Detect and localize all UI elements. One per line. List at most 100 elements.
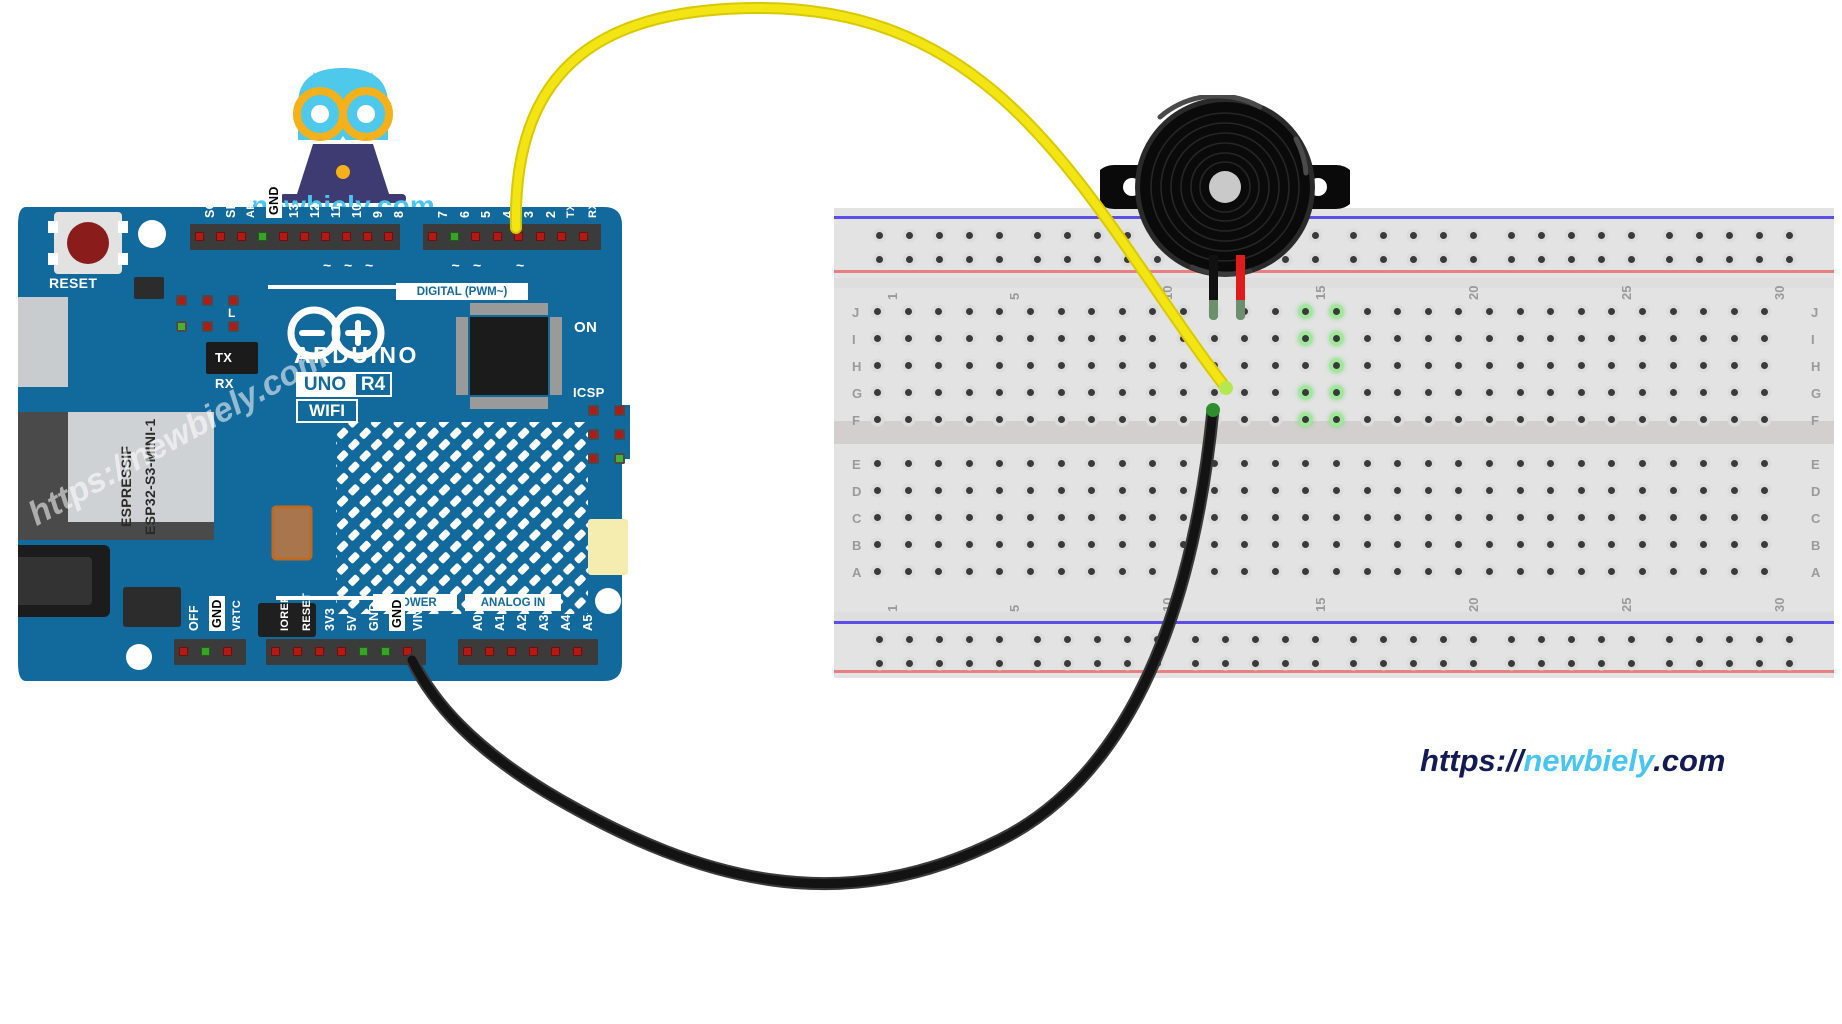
rail-hole-bottom[interactable] bbox=[1312, 636, 1319, 643]
hole-D19[interactable] bbox=[1424, 487, 1432, 494]
board-pin-6[interactable] bbox=[449, 232, 459, 241]
hole-D24[interactable] bbox=[1577, 487, 1585, 494]
hole-D27[interactable] bbox=[1669, 487, 1677, 494]
hole-C19[interactable] bbox=[1424, 514, 1432, 521]
hole-I14[interactable] bbox=[1271, 335, 1279, 342]
hole-A15[interactable] bbox=[1302, 568, 1310, 575]
hole-J26[interactable] bbox=[1639, 308, 1646, 315]
board-pin-a2[interactable] bbox=[507, 647, 516, 656]
rail-hole-bottom[interactable] bbox=[1786, 636, 1793, 643]
board-pin-2[interactable] bbox=[535, 232, 545, 241]
hole-J19[interactable] bbox=[1424, 308, 1432, 315]
rail-hole-bottom[interactable] bbox=[1598, 636, 1605, 643]
rail-hole-top[interactable] bbox=[1410, 232, 1417, 239]
hole-E14[interactable] bbox=[1271, 460, 1279, 467]
hole-F14[interactable] bbox=[1271, 416, 1279, 423]
hole-E20[interactable] bbox=[1455, 460, 1463, 467]
hole-B23[interactable] bbox=[1547, 541, 1555, 548]
board-pin-gnd[interactable] bbox=[258, 232, 267, 241]
hole-E29[interactable] bbox=[1730, 460, 1738, 467]
rail-hole-top[interactable] bbox=[1508, 256, 1515, 263]
hole-B20[interactable] bbox=[1455, 541, 1463, 548]
rail-hole-bottom[interactable] bbox=[1470, 636, 1477, 643]
rail-hole-bottom[interactable] bbox=[1726, 636, 1733, 643]
hole-G13[interactable] bbox=[1241, 389, 1249, 396]
hole-I21[interactable] bbox=[1486, 335, 1493, 342]
hole-E30[interactable] bbox=[1761, 460, 1769, 467]
hole-C14[interactable] bbox=[1271, 514, 1279, 521]
hole-H26[interactable] bbox=[1639, 362, 1646, 369]
board-pin-a3[interactable] bbox=[529, 647, 538, 656]
hole-A29[interactable] bbox=[1730, 568, 1738, 575]
hole-J20[interactable] bbox=[1455, 308, 1463, 315]
rail-hole-bottom[interactable] bbox=[1726, 660, 1733, 667]
hole-H17[interactable] bbox=[1363, 362, 1371, 369]
rail-hole-bottom[interactable] bbox=[1222, 660, 1229, 667]
hole-F23[interactable] bbox=[1547, 416, 1555, 423]
hole-A25[interactable] bbox=[1608, 568, 1616, 575]
hole-E18[interactable] bbox=[1394, 460, 1402, 467]
hole-G23[interactable] bbox=[1547, 389, 1555, 396]
hole-H18[interactable] bbox=[1394, 362, 1402, 369]
hole-C20[interactable] bbox=[1455, 514, 1463, 521]
hole-F16[interactable] bbox=[1333, 416, 1340, 423]
hole-I16[interactable] bbox=[1333, 335, 1340, 342]
hole-C16[interactable] bbox=[1333, 514, 1340, 521]
hole-C26[interactable] bbox=[1639, 514, 1646, 521]
hole-G25[interactable] bbox=[1608, 389, 1616, 396]
rail-hole-bottom[interactable] bbox=[1380, 636, 1387, 643]
hole-C21[interactable] bbox=[1486, 514, 1493, 521]
rail-hole-bottom[interactable] bbox=[1282, 660, 1289, 667]
board-pin-5v[interactable] bbox=[337, 647, 346, 656]
rail-hole-top[interactable] bbox=[1470, 256, 1477, 263]
rail-hole-bottom[interactable] bbox=[1756, 636, 1763, 643]
hole-G28[interactable] bbox=[1700, 389, 1708, 396]
hole-E13[interactable] bbox=[1241, 460, 1249, 467]
rail-hole-top[interactable] bbox=[1666, 232, 1673, 239]
hole-I13[interactable] bbox=[1241, 335, 1249, 342]
rail-hole-top[interactable] bbox=[1350, 232, 1357, 239]
hole-H27[interactable] bbox=[1669, 362, 1677, 369]
hole-A13[interactable] bbox=[1241, 568, 1249, 575]
rail-hole-top[interactable] bbox=[1568, 256, 1575, 263]
hole-F28[interactable] bbox=[1700, 416, 1708, 423]
rail-hole-bottom[interactable] bbox=[1252, 660, 1259, 667]
hole-J14[interactable] bbox=[1271, 308, 1279, 315]
hole-F17[interactable] bbox=[1363, 416, 1371, 423]
rail-hole-top[interactable] bbox=[1380, 256, 1387, 263]
rail-hole-bottom[interactable] bbox=[1508, 660, 1515, 667]
board-pin-9[interactable] bbox=[363, 232, 372, 241]
hole-F24[interactable] bbox=[1577, 416, 1585, 423]
hole-J29[interactable] bbox=[1730, 308, 1738, 315]
board-pin-a1[interactable] bbox=[485, 647, 494, 656]
hole-B19[interactable] bbox=[1424, 541, 1432, 548]
rail-hole-top[interactable] bbox=[1312, 256, 1319, 263]
hole-E15[interactable] bbox=[1302, 460, 1310, 467]
rail-hole-bottom[interactable] bbox=[1756, 660, 1763, 667]
rail-hole-bottom[interactable] bbox=[1628, 636, 1635, 643]
board-pin-tx1[interactable] bbox=[557, 232, 566, 241]
hole-A21[interactable] bbox=[1486, 568, 1493, 575]
hole-G17[interactable] bbox=[1363, 389, 1371, 396]
hole-E28[interactable] bbox=[1700, 460, 1708, 467]
hole-F26[interactable] bbox=[1639, 416, 1646, 423]
hole-B28[interactable] bbox=[1700, 541, 1708, 548]
hole-F30[interactable] bbox=[1761, 416, 1769, 423]
hole-H30[interactable] bbox=[1761, 362, 1769, 369]
hole-H19[interactable] bbox=[1424, 362, 1432, 369]
hole-C17[interactable] bbox=[1363, 514, 1371, 521]
board-pin-3[interactable] bbox=[514, 232, 523, 241]
hole-J23[interactable] bbox=[1547, 308, 1555, 315]
hole-I28[interactable] bbox=[1700, 335, 1708, 342]
rail-hole-bottom[interactable] bbox=[1598, 660, 1605, 667]
hole-A22[interactable] bbox=[1516, 568, 1524, 575]
rail-hole-top[interactable] bbox=[1508, 232, 1515, 239]
hole-C18[interactable] bbox=[1394, 514, 1402, 521]
rail-hole-top[interactable] bbox=[1538, 232, 1545, 239]
hole-A20[interactable] bbox=[1455, 568, 1463, 575]
rail-hole-bottom[interactable] bbox=[1538, 660, 1545, 667]
rail-hole-bottom[interactable] bbox=[1440, 636, 1447, 643]
board-pin-8[interactable] bbox=[384, 232, 393, 241]
hole-A14[interactable] bbox=[1271, 568, 1279, 575]
hole-A26[interactable] bbox=[1639, 568, 1646, 575]
